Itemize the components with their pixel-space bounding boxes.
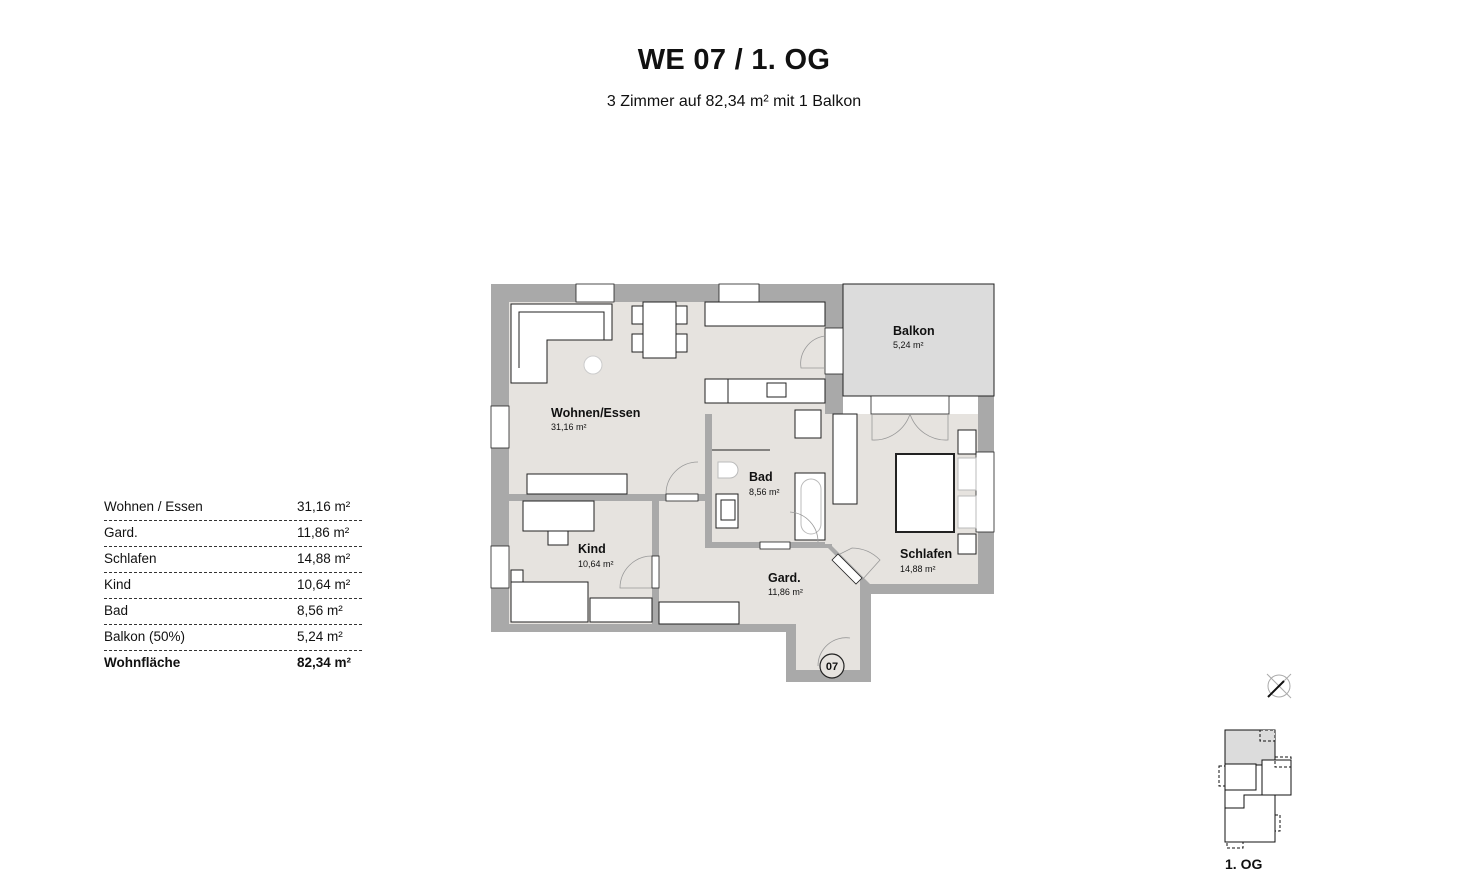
area-value: 31,16 m² xyxy=(297,499,351,514)
unit-badge-number: 07 xyxy=(826,661,838,673)
area-value: 8,56 m² xyxy=(297,603,343,618)
area-row: Bad 8,56 m² xyxy=(104,600,362,625)
area-total-row: Wohnfläche 82,34 m² xyxy=(104,652,362,676)
area-value: 10,64 m² xyxy=(297,577,351,592)
keyplan-label: 1. OG xyxy=(1225,856,1263,872)
area-room: Kind xyxy=(104,577,132,592)
doors xyxy=(619,335,949,667)
room-label-schlafen: Schlafen xyxy=(900,547,952,561)
area-row: Balkon (50%) 5,24 m² xyxy=(104,626,362,651)
unit-badge xyxy=(819,653,845,679)
area-room: Wohnen / Essen xyxy=(104,499,203,514)
area-room: Bad xyxy=(104,603,129,618)
furniture xyxy=(510,301,977,625)
area-row: Schlafen 14,88 m² xyxy=(104,548,362,573)
room-label-gard: Gard. xyxy=(768,571,801,585)
area-total-label: Wohnfläche xyxy=(104,655,181,670)
area-value: 11,86 m² xyxy=(297,525,350,540)
room-label-bad: Bad xyxy=(749,470,773,484)
area-room: Balkon (50%) xyxy=(104,629,186,644)
area-room: Schlafen xyxy=(104,551,157,566)
room-area-gard: 11,86 m² xyxy=(768,587,803,597)
room-label-kind: Kind xyxy=(578,542,606,556)
room-label-wohnen: Wohnen/Essen xyxy=(551,406,640,420)
area-total-value: 82,34 m² xyxy=(297,655,352,670)
area-row: Wohnen / Essen 31,16 m² xyxy=(104,496,362,521)
windows xyxy=(490,283,995,589)
room-area-schlafen: 14,88 m² xyxy=(900,564,936,574)
room-area-bad: 8,56 m² xyxy=(749,487,780,497)
area-row: Kind 10,64 m² xyxy=(104,574,362,599)
room-area-kind: 10,64 m² xyxy=(578,559,614,569)
compass-icon xyxy=(1266,673,1292,699)
area-room: Gard. xyxy=(104,525,138,540)
area-value: 5,24 m² xyxy=(297,629,343,644)
area-table: Wohnen / Essen 31,16 m² Gard. 11,86 m² S… xyxy=(104,496,362,677)
area-value: 14,88 m² xyxy=(297,551,351,566)
page-title: WE 07 / 1. OG xyxy=(637,44,831,76)
area-row: Gard. 11,86 m² xyxy=(104,522,362,547)
room-area-wohnen: 31,16 m² xyxy=(551,422,587,432)
room-label-balkon: Balkon xyxy=(893,324,935,338)
door-openings xyxy=(651,493,863,589)
page-subtitle: 3 Zimmer auf 82,34 m² mit 1 Balkon xyxy=(606,93,862,110)
keyplan xyxy=(1218,729,1292,849)
room-area-balkon: 5,24 m² xyxy=(893,340,924,350)
